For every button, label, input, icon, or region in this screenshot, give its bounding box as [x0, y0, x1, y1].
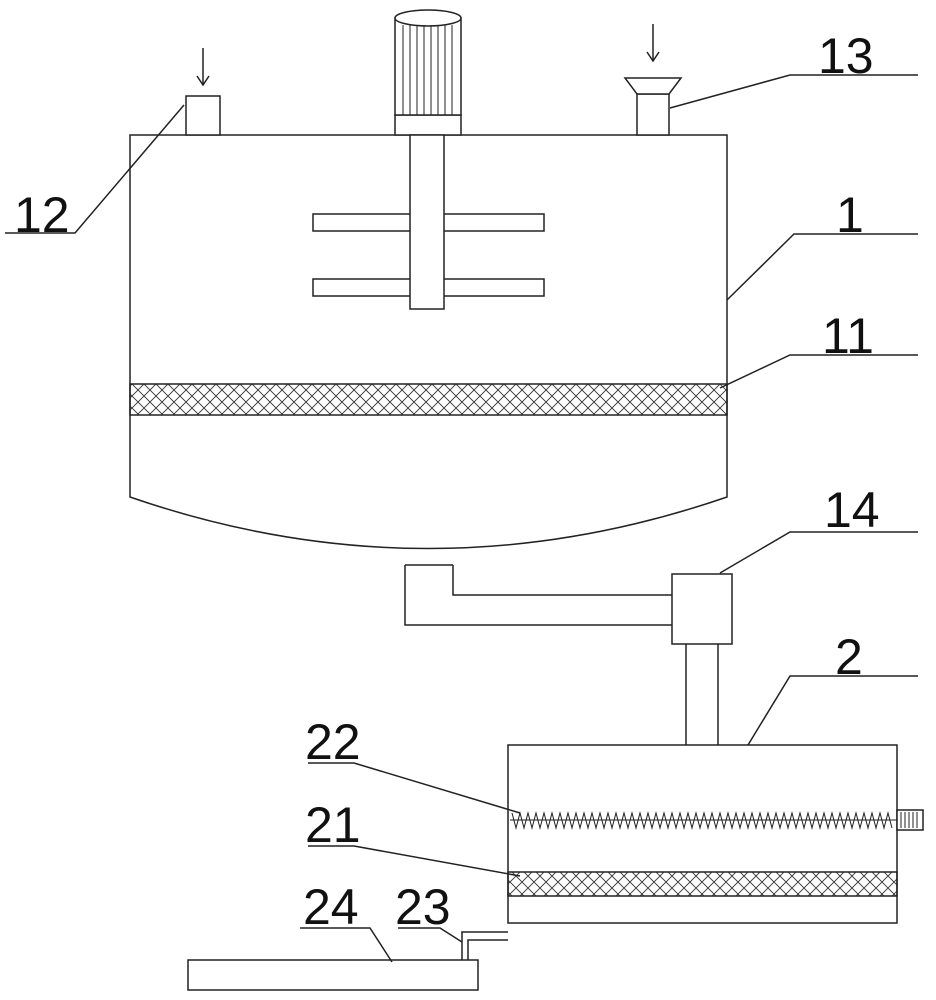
collector-tray-24: [187, 959, 479, 991]
motor: [394, 9, 462, 136]
filter-screen-21: [507, 871, 898, 897]
label-2: 2: [835, 629, 863, 685]
vertical-pipe: [685, 644, 719, 745]
stirrer: [312, 134, 545, 310]
feed-hopper-13: [623, 24, 683, 136]
label-1: 1: [836, 187, 864, 243]
label-21: 21: [305, 797, 361, 853]
valve-14: [671, 573, 733, 645]
drain-pipe-23: [461, 931, 508, 968]
tank-body: [129, 134, 728, 550]
inlet-12: [185, 48, 221, 136]
label-12: 12: [14, 187, 70, 243]
spiral-conveyor-22: [510, 809, 924, 831]
label-11: 11: [822, 308, 874, 364]
label-23: 23: [395, 879, 451, 935]
label-22: 22: [305, 714, 361, 770]
label-24: 24: [303, 879, 359, 935]
label-13: 13: [818, 28, 874, 84]
outlet-pipe: [404, 565, 672, 626]
label-14: 14: [824, 482, 880, 538]
filter-screen-11: [129, 383, 728, 416]
leader-lines: [5, 74, 918, 963]
